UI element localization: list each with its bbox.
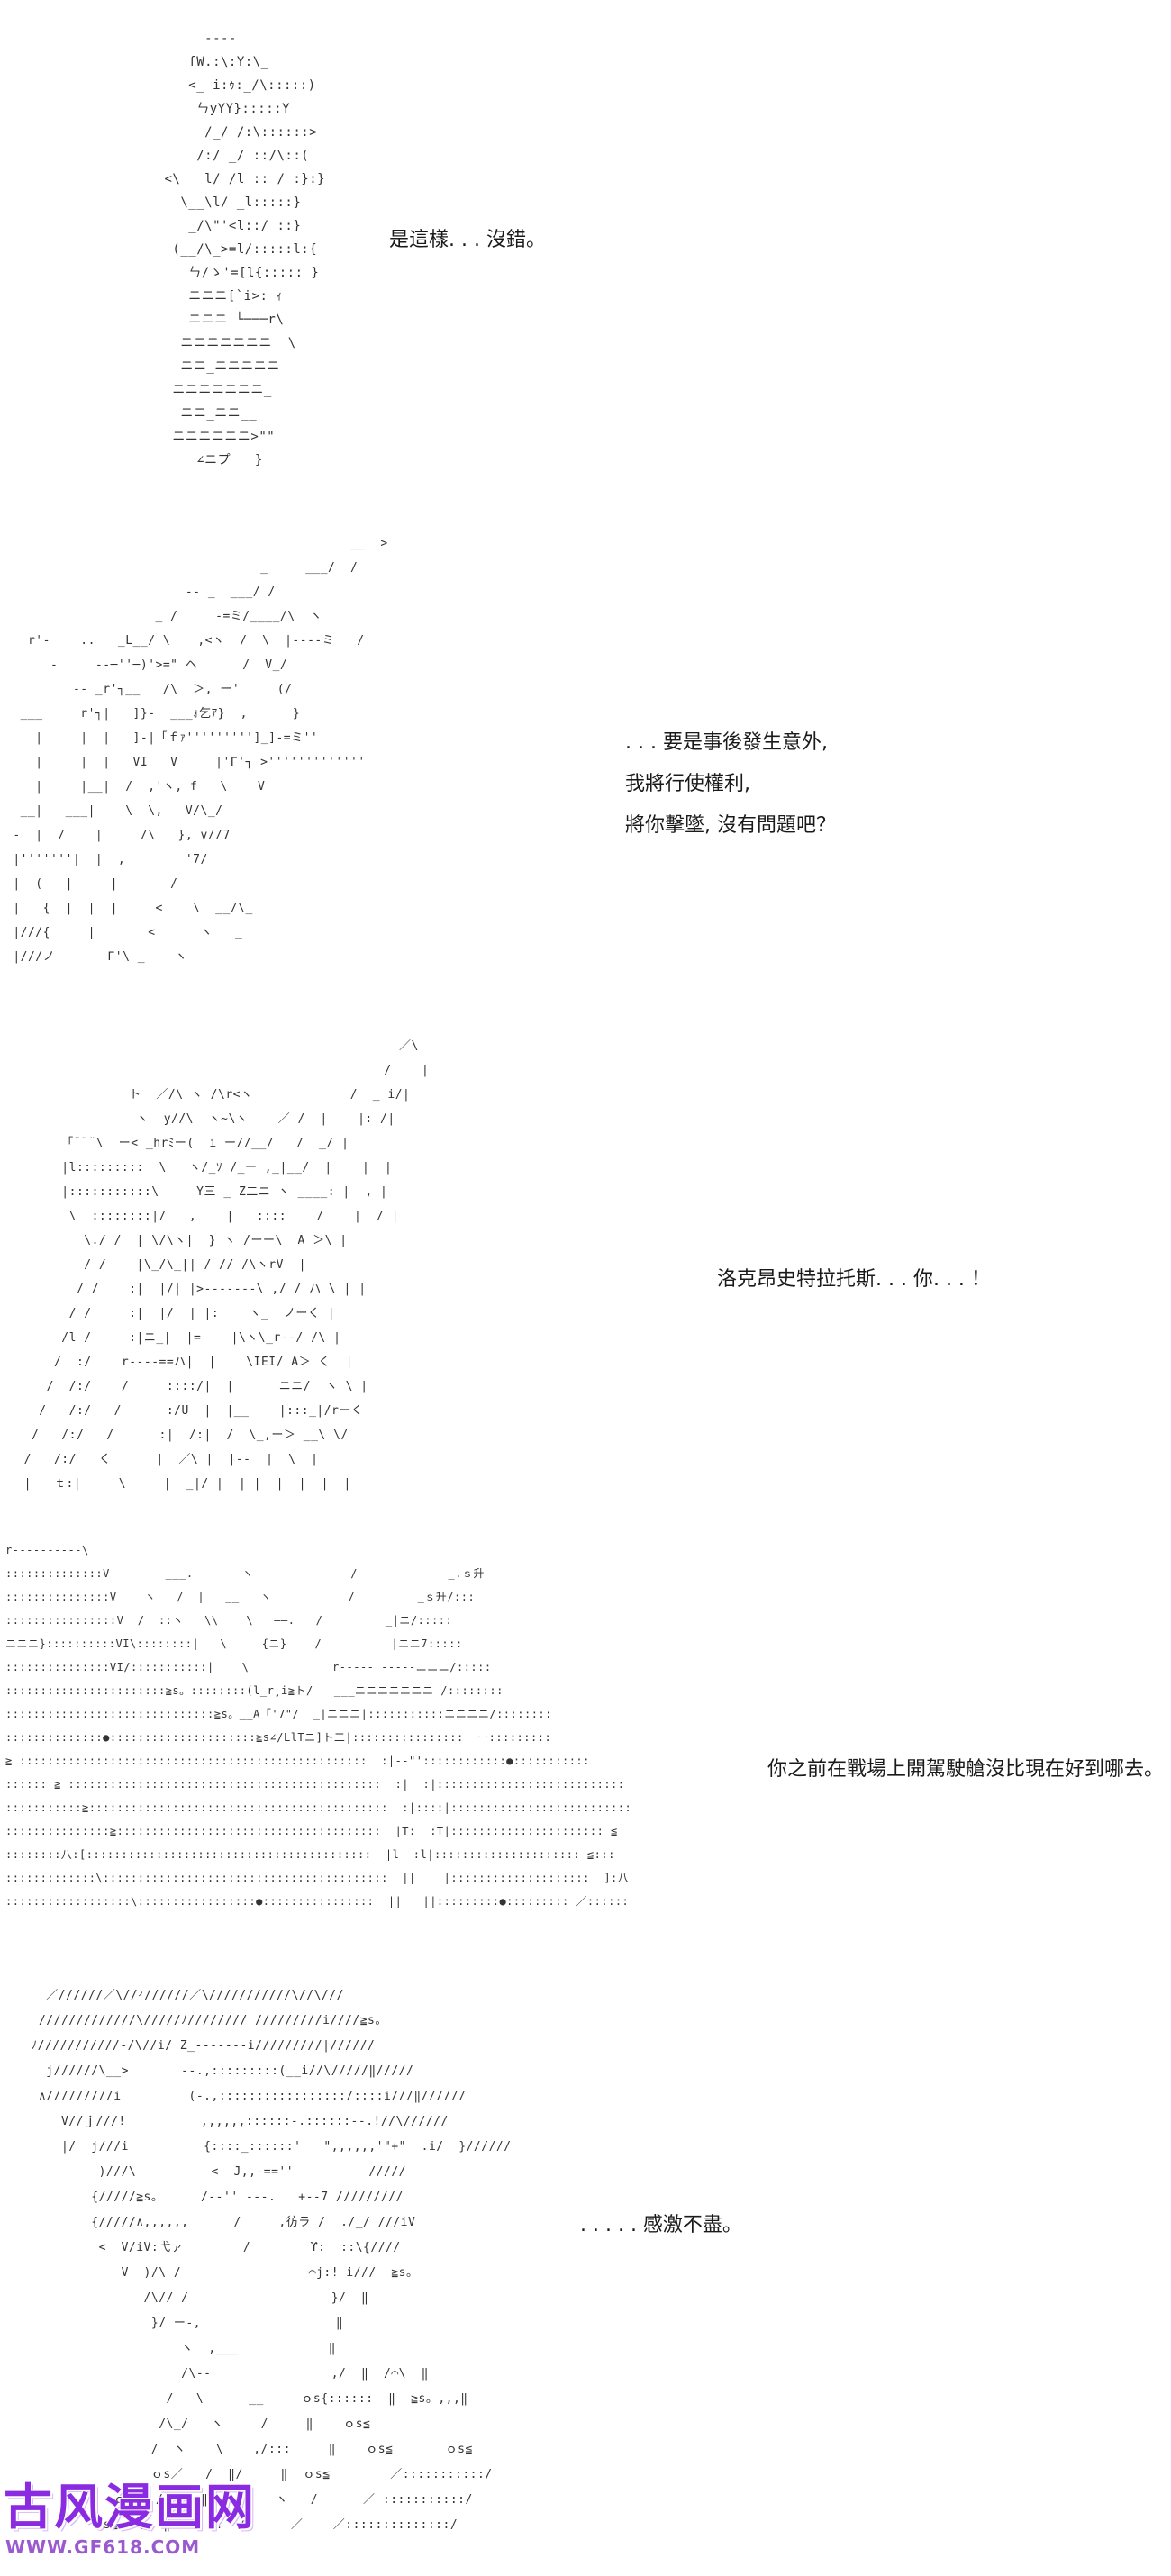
dialogue-line: . . . 要是事後發生意外, — [625, 731, 828, 754]
dialogue-line: 你之前在戰場上開駕駛艙沒比現在好到哪去。 — [767, 1758, 1165, 1781]
dialogue-panel-1: 是這樣. . . 沒錯。 — [389, 220, 546, 261]
dialogue-panel-4: 你之前在戰場上開駕駛艙沒比現在好到哪去。 — [767, 1749, 1164, 1791]
dialogue-panel-3: 洛克昂史特拉托斯. . . 你. . . ！ — [717, 1259, 991, 1301]
ascii-art-mobile-suit-battle: ／\ / | ト ／/\ ヽ /\r<ヽ / _ i/| ヽ y//\ ヽ~\ヽ… — [23, 1039, 430, 1491]
panel-1: ---- fW.:\:Y:\_ <_ i:ｩ:_/\:::::) ㄣyYY}::… — [0, 0, 1171, 504]
dialogue-line: 我將行使權利, — [625, 773, 750, 795]
ascii-art-character-portrait: ／//////／\//ｨ//////／\///////////\//\/// /… — [31, 1989, 512, 2532]
panel-2: __ > _ ___/ / -- _ ___/ / _ / -=ミ/____/\… — [0, 513, 1171, 1000]
panel-3: ／\ / | ト ／/\ ヽ /\r<ヽ / _ i/| ヽ y//\ ヽ~\ヽ… — [0, 1027, 1171, 1513]
ascii-art-cockpit-interior: r‐‐‐‐‐‐‐‐‐‐\ ::::::::::::::V ___. ヽ / _.… — [5, 1544, 632, 1908]
dialogue-panel-2: . . . 要是事後發生意外, 我將行使權利, 將你擊墜, 沒有問題吧？ — [625, 722, 836, 847]
ascii-art-cockpit-mecha: __ > _ ___/ / -- _ ___/ / _ / -=ミ/____/\… — [13, 537, 388, 964]
site-watermark: 古风漫画网 WWW.GF618.COM — [4, 2479, 254, 2569]
dialogue-line: . . . . . 感激不盡。 — [580, 2214, 742, 2236]
ascii-art-figure-with-sword: ---- fW.:\:Y:\_ <_ i:ｩ:_/\:::::) ㄣyYY}::… — [164, 32, 326, 467]
watermark-url: WWW.GF618.COM — [5, 2536, 201, 2558]
watermark-logo-text: 古风漫画网 — [4, 2479, 256, 2535]
panel-4: r‐‐‐‐‐‐‐‐‐‐\ ::::::::::::::V ___. ヽ / _.… — [0, 1538, 1171, 1962]
panel-5: ／//////／\//ｨ//////／\///////////\//\/// /… — [0, 1978, 1171, 2563]
dialogue-line: 是這樣. . . 沒錯。 — [389, 229, 546, 251]
dialogue-panel-5: . . . . . 感激不盡。 — [580, 2205, 742, 2246]
dialogue-line: 將你擊墜, 沒有問題吧？ — [625, 814, 836, 837]
dialogue-line: 洛克昂史特拉托斯. . . 你. . . ！ — [717, 1268, 991, 1291]
